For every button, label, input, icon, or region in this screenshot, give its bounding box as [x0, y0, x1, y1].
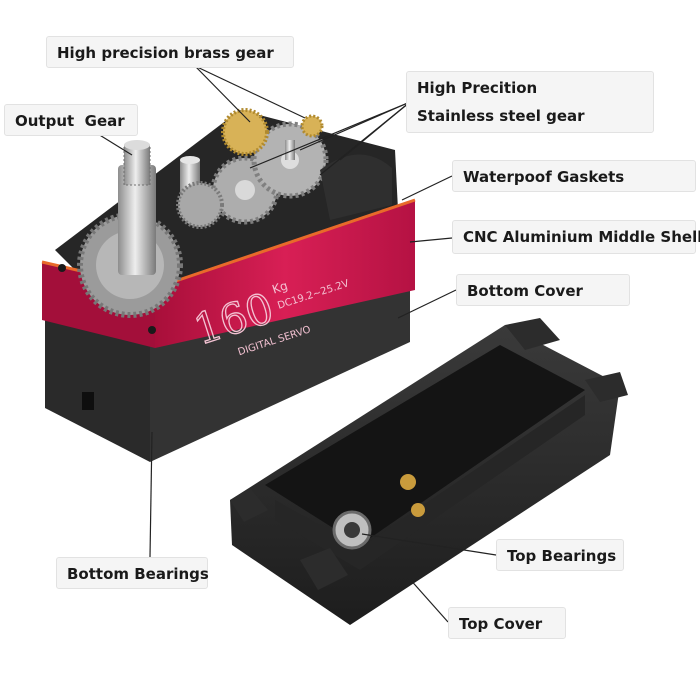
label-gaskets-text: Waterpoof Gaskets — [463, 168, 625, 186]
output-shaft — [118, 165, 156, 275]
leader-line — [194, 65, 251, 123]
label-output-gear-text: Output Gear — [15, 112, 125, 130]
label-steel-line2: Stainless steel gear — [417, 107, 585, 125]
bottom-cover-left-face — [45, 320, 150, 462]
leader-line — [299, 101, 411, 151]
screw — [148, 326, 156, 334]
mounting-tab — [585, 372, 628, 402]
label-output-gear: Output Gear — [4, 104, 138, 136]
label-top-cover-text: Top Cover — [459, 615, 543, 633]
leader-line — [399, 567, 449, 623]
leader-line — [149, 431, 153, 558]
label-steel-line1: High Precition — [417, 79, 538, 97]
label-bottom-bearings-text: Bottom Bearings — [67, 565, 209, 583]
top-cover — [230, 318, 628, 625]
torque-unit: Kg — [270, 278, 289, 296]
output-gear-spline — [123, 144, 151, 186]
mounting-tab — [230, 488, 268, 522]
brass-bushing — [411, 503, 425, 517]
mounting-tab — [505, 318, 560, 350]
label-brass-gear-text: High precision brass gear — [57, 44, 274, 62]
brass-bushing — [400, 474, 416, 490]
leader-line — [97, 133, 133, 156]
label-bottom-cover-text: Bottom Cover — [467, 282, 583, 300]
label-middle-shell: CNC Aluminium Middle Shell — [452, 220, 700, 254]
mounting-tab — [300, 548, 348, 590]
screw — [58, 264, 66, 272]
top-cover-inner — [265, 345, 585, 545]
brass-gear — [221, 108, 269, 156]
bottom-cover-right-face — [150, 285, 410, 462]
connector-slot — [82, 392, 94, 410]
leader-line — [361, 533, 497, 556]
leader-lines — [97, 65, 497, 623]
label-stainless-steel-gear: High Precition Stainless steel gear — [406, 71, 654, 133]
stainless-steel-gear — [176, 181, 224, 229]
leader-line — [339, 101, 411, 161]
label-top-cover: Top Cover — [448, 607, 566, 639]
leader-line — [409, 237, 453, 243]
label-brass-gear: High precision brass gear — [46, 36, 294, 68]
leader-line — [401, 175, 453, 201]
middle-shell-right-face — [155, 200, 415, 348]
gear-train — [77, 108, 392, 318]
label-top-bearings-text: Top Bearings — [507, 547, 617, 565]
label-middle-shell-text: CNC Aluminium Middle Shell — [463, 228, 700, 246]
label-bottom-bearings: Bottom Bearings — [56, 557, 209, 589]
label-bottom-cover: Bottom Cover — [456, 274, 630, 306]
brass-gear — [300, 114, 324, 138]
leader-line — [194, 65, 306, 119]
leader-line — [397, 289, 457, 319]
label-waterproof-gaskets: Waterpoof Gaskets — [452, 160, 696, 192]
label-top-bearings: Top Bearings — [496, 539, 624, 571]
